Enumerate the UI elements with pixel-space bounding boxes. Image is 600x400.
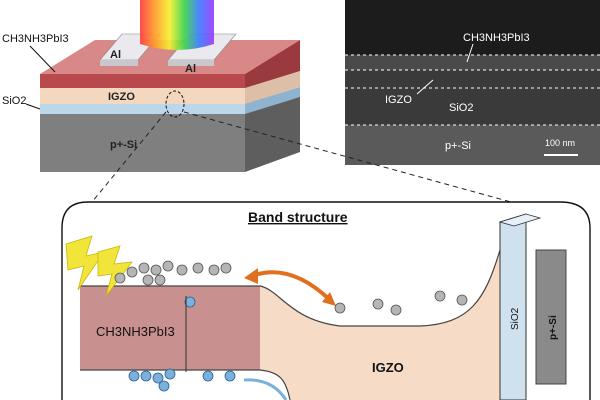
igzo-front: [40, 88, 245, 104]
device-electrode-left-label: Al: [110, 49, 121, 61]
sem-perovskite-label: CH3NH3PbI3: [463, 32, 530, 44]
light-beam: [140, 0, 214, 50]
device-schematic: Al Al CH3NH3PbI3 SiO2 IGZO p+-Si: [2, 0, 300, 172]
light-bolt-1: [65, 235, 105, 291]
sio2-front: [40, 104, 245, 114]
igzo-side: [245, 71, 300, 104]
band-sio2-label: SiO2: [510, 307, 521, 330]
substrate-front: [40, 112, 245, 172]
sem-substrate-label: p+-Si: [445, 140, 471, 152]
hole-path: [243, 378, 288, 400]
transfer-arrow-head-left: [244, 268, 258, 284]
perovskite-band: [80, 286, 260, 370]
perovskite-side: [245, 40, 300, 88]
callout-line-left: [91, 111, 167, 203]
igzo-band: [260, 250, 500, 400]
sem-image: CH3NH3PbI3 IGZO SiO2 p+-Si 100 nm: [345, 0, 600, 165]
band-igzo-label: IGZO: [372, 360, 404, 375]
hole-group: [128, 296, 236, 392]
transfer-arrow: [251, 270, 332, 302]
sem-scale-bar: [544, 154, 578, 156]
electrode-right-front: [168, 60, 214, 66]
perovskite-front: [40, 74, 245, 88]
sem-igzo-label: IGZO: [385, 94, 412, 106]
sio2-side: [245, 87, 300, 114]
valence-band-edge: [80, 369, 291, 400]
device-sio2-pointer: [25, 103, 41, 110]
sem-sio2-label: SiO2: [449, 102, 474, 114]
substrate-side: [245, 95, 300, 172]
sem-scale-bar-label: 100 nm: [545, 138, 576, 148]
band-substrate-label: p+-Si: [548, 315, 559, 340]
band-title: Band structure: [248, 209, 348, 225]
device-perovskite-pointer: [29, 45, 56, 73]
substrate-block: [535, 249, 567, 385]
transfer-arrow-head-right: [322, 292, 336, 306]
device-igzo-label: IGZO: [108, 91, 135, 103]
device-electrode-right-label: Al: [185, 63, 196, 75]
conduction-band-edge: [80, 249, 501, 327]
electrode-left-front: [100, 60, 138, 66]
electron-group: [114, 260, 468, 316]
zoom-marker: [165, 90, 185, 118]
device-perovskite-label: CH3NH3PbI3: [2, 33, 69, 45]
sio2-barrier-top: [498, 213, 542, 227]
device-sio2-label: SiO2: [2, 95, 26, 107]
sio2-barrier: [499, 213, 527, 400]
callout-line-right: [183, 111, 541, 211]
band-perovskite-label: CH3NH3PbI3: [96, 324, 175, 339]
device-substrate-label: p+-Si: [110, 139, 137, 151]
